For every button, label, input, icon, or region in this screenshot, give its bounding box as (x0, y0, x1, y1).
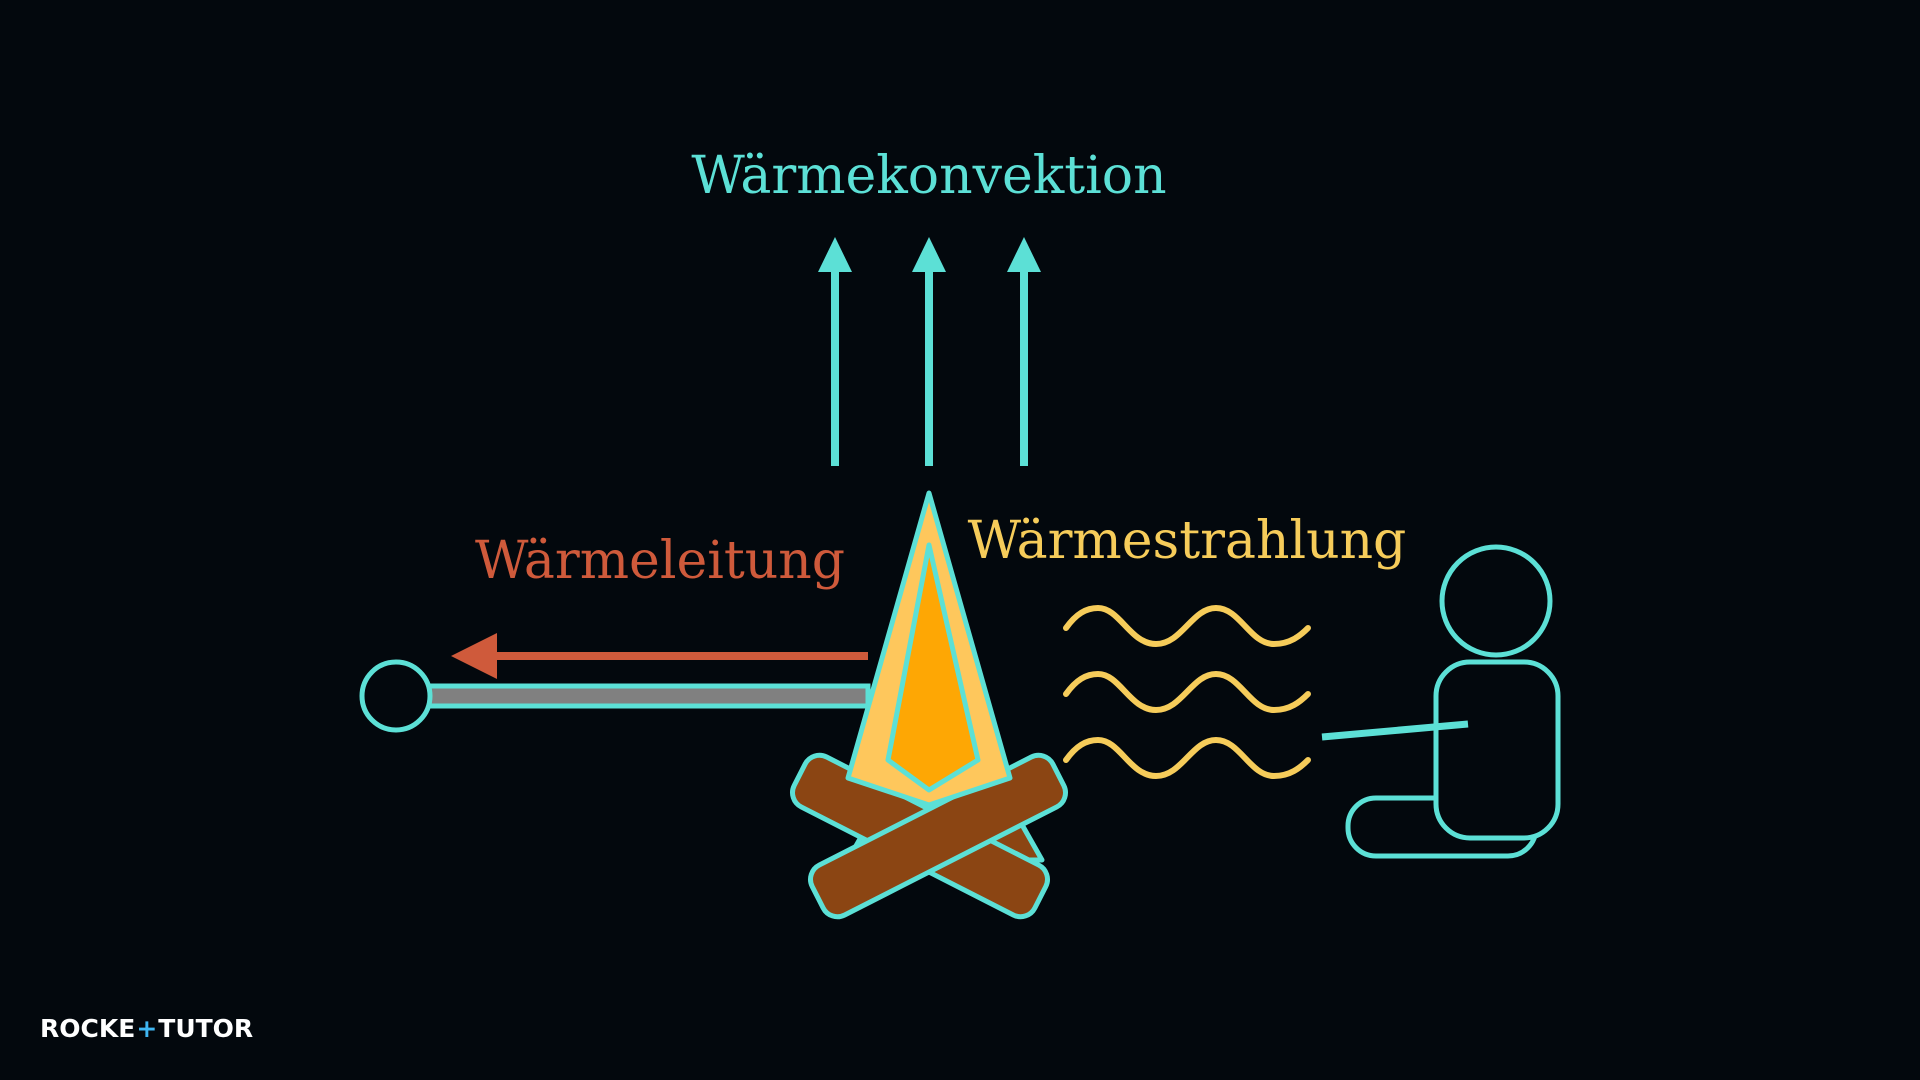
conduction-label: Wärmeleitung (475, 531, 845, 591)
convection-arrow-center (912, 237, 946, 466)
seated-person-icon (1321, 544, 1561, 859)
person-body (1433, 659, 1561, 841)
convection-arrows (818, 237, 1041, 466)
logo-plus-icon: + (136, 1013, 158, 1043)
logo-text-left: ROCKE (40, 1013, 136, 1043)
convection-arrow-left (818, 237, 852, 466)
radiation-wave-2 (1063, 670, 1311, 714)
flame-inner (885, 542, 981, 793)
radiation-wave-1 (1063, 604, 1311, 648)
radiation-waves (1063, 604, 1311, 780)
campfire-logs (790, 752, 1068, 920)
campfire-icon (790, 490, 1068, 920)
person-head (1439, 544, 1553, 658)
brand-logo: ROCKE+TUTOR (40, 1010, 253, 1046)
convection-label: Wärmekonvektion (691, 146, 1166, 206)
conduction-arrow (451, 633, 868, 679)
logo-text-right: TUTOR (158, 1013, 254, 1043)
convection-arrow-right (1007, 237, 1041, 466)
metal-rod-icon (359, 659, 871, 733)
radiation-wave-3 (1063, 736, 1311, 780)
radiation-label: Wärmestrahlung (968, 511, 1407, 571)
person-stick (1321, 720, 1469, 741)
